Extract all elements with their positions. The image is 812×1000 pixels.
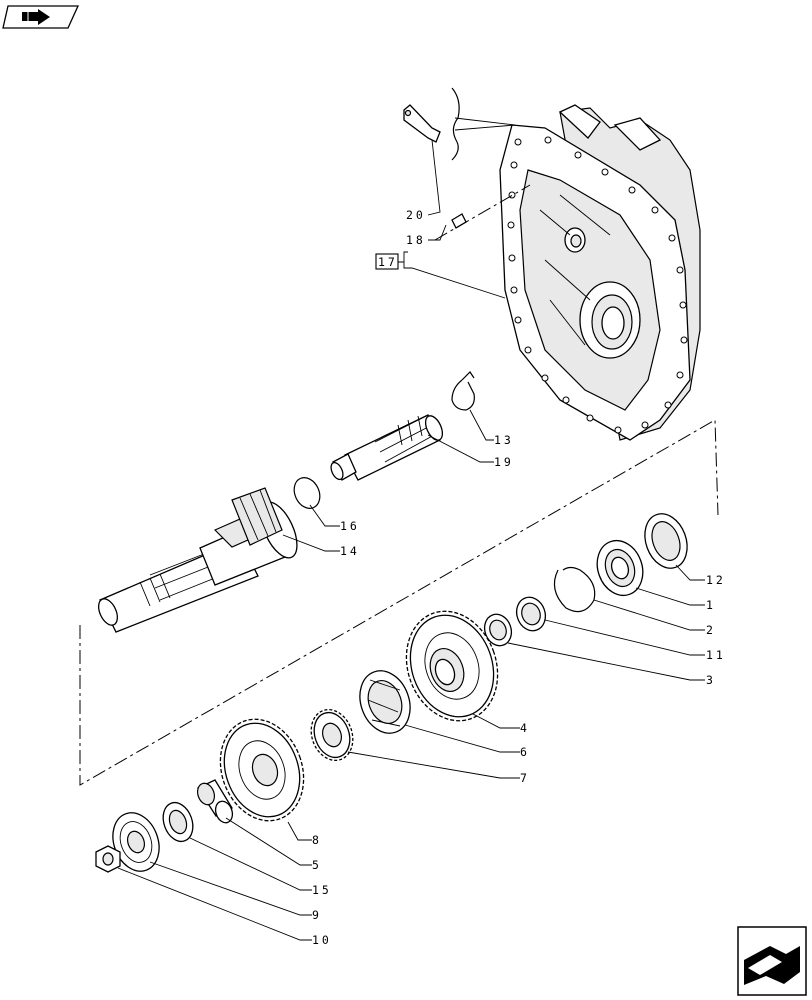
callout-10: 10: [312, 933, 332, 947]
book-arrow-icon[interactable]: [2, 5, 80, 29]
callout-11: 11: [706, 648, 726, 662]
leader-lines: [117, 139, 705, 941]
main-shaft-part-14: [97, 487, 298, 633]
bracket-part-20: [403, 104, 441, 143]
washer-part-15: [162, 801, 194, 843]
callout-2: 2: [706, 623, 716, 637]
callout-15: 15: [312, 883, 332, 897]
callout-box-17: [375, 253, 399, 270]
callout-16: 16: [340, 519, 360, 533]
callout-1: 1: [706, 598, 716, 612]
bearing-part-9: [112, 812, 160, 872]
callout-19: 19: [494, 455, 514, 469]
circlip-part-2: [553, 566, 596, 613]
gear-part-8: [219, 718, 305, 822]
bushing-part-5: [196, 779, 234, 824]
bearing-part-1: [596, 539, 644, 597]
callout-17: 17: [378, 255, 398, 269]
assembly-centerline: [79, 419, 719, 786]
callout-20: 20: [406, 208, 426, 222]
housing-leader: [454, 117, 516, 131]
callout-3: 3: [706, 673, 716, 687]
callout-5: 5: [312, 858, 322, 872]
nut-part-10: [95, 845, 121, 873]
split-ring-part-3: [483, 613, 513, 647]
callout-18: 18: [406, 233, 426, 247]
synchro-part-6: [359, 670, 411, 734]
snap-ring-part-16: [293, 477, 321, 509]
shaft-part-19: [330, 414, 444, 481]
seal-part-12: [644, 513, 688, 569]
callout-13: 13: [494, 433, 514, 447]
callout-14: 14: [340, 544, 360, 558]
clip-part-13: [451, 371, 475, 411]
next-page-arrow-icon[interactable]: [737, 926, 807, 996]
large-gear-part-4: [405, 610, 499, 722]
callout-9: 9: [312, 908, 322, 922]
transmission-housing: [499, 104, 701, 441]
small-gear-part-7: [310, 708, 354, 762]
callout-4: 4: [520, 721, 530, 735]
callout-8: 8: [312, 833, 322, 847]
callout-6: 6: [520, 745, 530, 759]
housing-bracket-mark: [451, 87, 460, 161]
callout-7: 7: [520, 771, 530, 785]
washer-part-11: [515, 596, 547, 632]
callout-12: 12: [706, 573, 726, 587]
